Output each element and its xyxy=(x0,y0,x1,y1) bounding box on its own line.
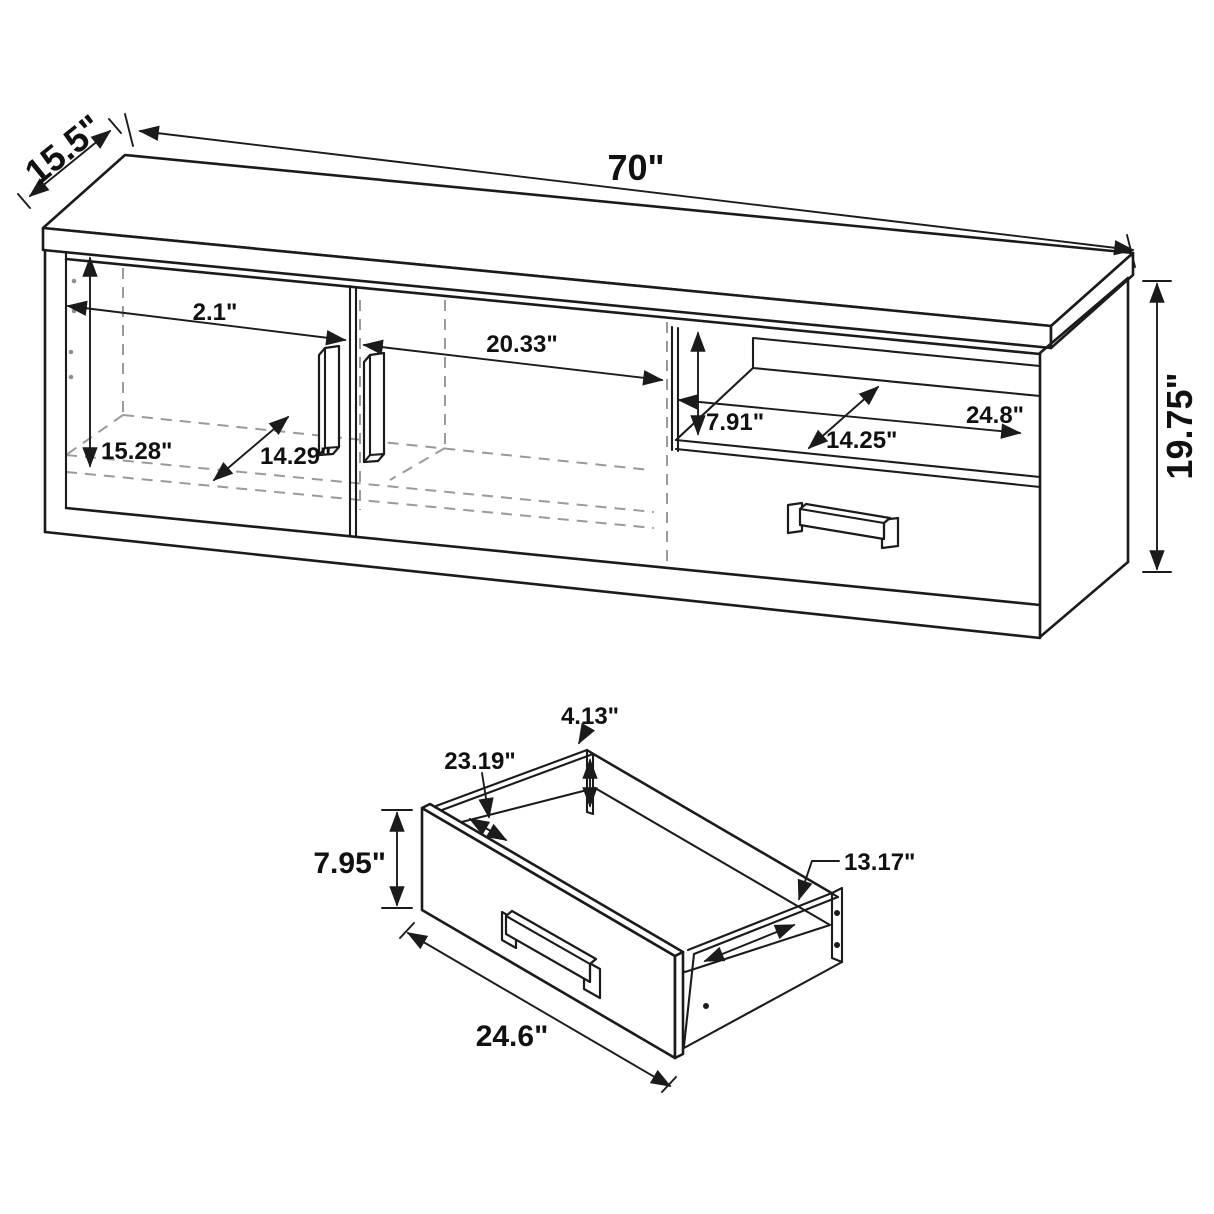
right-door-handle xyxy=(362,351,386,464)
dim-drawer-side-depth-label: 13.17" xyxy=(844,849,915,876)
shelf-floor-front-edge xyxy=(674,438,1042,479)
dim-drawer-interior-height-label: 4.13" xyxy=(561,703,619,730)
left-door-handle xyxy=(317,344,341,457)
dim-shelf-width-label: 24.8" xyxy=(966,402,1024,429)
shelf-partition xyxy=(670,325,680,453)
screw-dot xyxy=(834,942,840,948)
dim-shelf-depth-label: 14.25" xyxy=(826,427,897,454)
drawer-front-right-edge xyxy=(673,950,685,1060)
dim-interior-height: 15.28" xyxy=(82,256,172,468)
dim-middle-opening-width-label: 20.33" xyxy=(486,331,557,358)
dim-drawer-interior-width-label: 23.19" xyxy=(444,748,515,775)
left-side-top-edges xyxy=(434,748,595,812)
console-hidden-lines xyxy=(65,268,668,566)
back-right-corner-post xyxy=(830,886,844,964)
dim-left-opening-width: 2.1" xyxy=(66,299,347,346)
dim-interior-depth: 14.29" xyxy=(212,415,331,482)
drawer-dimensions: 7.95" 24.6" 4.13" 23.19" 13.17" xyxy=(313,703,915,1093)
shelf-pin-hole xyxy=(71,308,77,314)
shelf-back-rail xyxy=(751,336,1042,398)
console-carcass xyxy=(43,248,1130,640)
dim-drawer-front-width: 24.6" xyxy=(399,922,677,1093)
right-side-front-edge xyxy=(682,952,696,1048)
shelf-pin-hole xyxy=(68,374,74,380)
dim-overall-height: 19.75" xyxy=(1142,280,1200,573)
dim-left-opening-width-label: 2.1" xyxy=(193,299,238,326)
dim-shelf-height: 7.91" xyxy=(690,331,764,436)
dim-shelf-width: 24.8" xyxy=(677,394,1024,439)
screw-dot xyxy=(703,1003,709,1009)
console-drawing xyxy=(41,153,1135,640)
door-divider xyxy=(348,284,358,539)
console-drawer-handle xyxy=(786,501,900,550)
dim-drawer-interior-width: 23.19" xyxy=(444,748,516,841)
dim-overall-height-label: 19.75" xyxy=(1159,372,1200,479)
shelf-pin-hole xyxy=(71,278,77,284)
back-panel-top-edges xyxy=(585,748,840,899)
dim-shelf-height-label: 7.91" xyxy=(706,409,764,436)
screw-dot xyxy=(834,910,840,916)
console-drawer-top-edge xyxy=(674,447,1042,489)
dim-drawer-front-width-label: 24.6" xyxy=(476,1020,549,1053)
dim-drawer-side-depth: 13.17" xyxy=(703,849,915,962)
dim-drawer-interior-height: 4.13" xyxy=(561,703,619,808)
drawer-bottom-right-edge xyxy=(682,960,844,1050)
dim-overall-width-label: 70" xyxy=(607,147,664,188)
console-top-right-edge xyxy=(1049,251,1135,350)
dim-overall-width: 70" xyxy=(124,113,1136,268)
dim-drawer-front-height: 7.95" xyxy=(313,809,413,909)
dim-middle-opening-width: 20.33" xyxy=(362,331,664,386)
dim-drawer-front-height-label: 7.95" xyxy=(313,847,386,880)
dim-interior-depth-label: 14.29" xyxy=(260,443,331,470)
right-side-top-edges xyxy=(686,891,840,956)
shelf-pin-hole xyxy=(68,349,74,355)
dim-interior-height-label: 15.28" xyxy=(101,438,172,465)
